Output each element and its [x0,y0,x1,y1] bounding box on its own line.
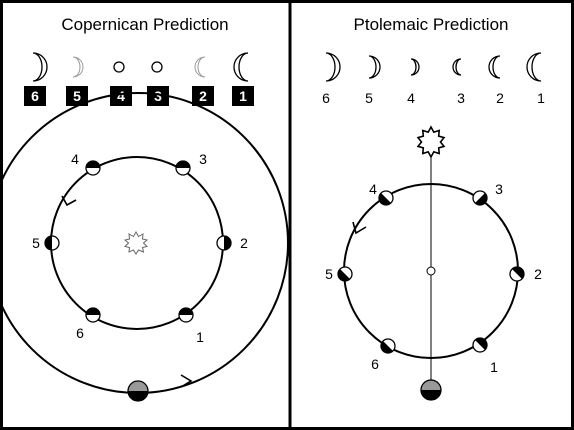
copernican-phase-row [32,52,249,82]
earth-icon [420,379,442,401]
venus-phase-icon [410,58,420,76]
phase-number: 3 [457,90,465,106]
venus-position [380,338,396,354]
position-label: 1 [196,329,204,345]
venus-position [378,190,394,206]
venus-position [337,266,353,282]
venus-position [44,235,60,251]
venus-phase-icon [113,61,125,73]
position-label: 3 [199,151,207,167]
position-label: 5 [32,235,40,251]
venus-phase-icon [233,52,249,82]
venus-position [178,307,194,323]
copernican-panel: Copernican Prediction 6 5 4 3 [2,15,289,402]
direction-arrow-icon [180,374,193,388]
phase-number: 4 [117,88,125,104]
phase-number: 6 [322,90,330,106]
position-label: 2 [240,235,248,251]
venus-position [472,337,488,353]
phase-number: 5 [73,88,81,104]
venus-position [85,307,101,323]
copernican-number-boxes: 6 5 4 3 2 1 [24,86,254,106]
number-box [232,86,254,106]
venus-phase-icon [526,52,542,82]
venus-phase-icon [72,56,84,78]
venus-position [509,266,525,282]
ptolemaic-phase-row [325,52,542,82]
number-box [66,86,88,106]
venus-position [175,160,191,176]
phase-number: 1 [239,88,247,104]
earth-icon [127,380,149,402]
direction-arrow-icon [61,195,77,207]
phase-number: 5 [365,90,373,106]
phase-number: 6 [31,88,39,104]
position-label: 1 [490,359,498,375]
position-label: 6 [76,325,84,341]
position-label: 3 [495,181,503,197]
position-label: 4 [369,181,377,197]
ptolemaic-panel: Ptolemaic Prediction 6 5 4 3 2 1 [322,15,545,401]
position-label: 6 [371,356,379,372]
phase-number: 2 [496,90,504,106]
venus-phase-icon [32,52,48,82]
number-box [192,86,214,106]
position-label: 5 [325,266,333,282]
position-label: 4 [71,151,79,167]
venus-phase-icon [194,56,206,78]
venus-phase-icon [368,55,381,79]
number-box [24,86,46,106]
venus-position [85,160,101,176]
phase-number: 1 [537,90,545,106]
sun-icon [123,230,149,255]
sun-icon [416,125,446,159]
number-box [110,86,132,106]
venus-phase-icon [151,61,163,73]
epicycle-center [426,266,436,276]
venus-phase-icon [452,58,462,76]
ptolemaic-title: Ptolemaic Prediction [354,15,509,34]
venus-phase-icon [488,55,501,79]
copernican-title: Copernican Prediction [61,15,228,34]
direction-arrow-icon [352,221,367,235]
phase-number: 4 [407,90,415,106]
position-label: 2 [534,266,542,282]
venus-position [472,190,488,206]
phase-number: 2 [199,88,207,104]
phase-number: 3 [154,88,162,104]
venus-position [216,235,232,251]
number-box [147,86,169,106]
venus-phase-icon [325,52,341,82]
